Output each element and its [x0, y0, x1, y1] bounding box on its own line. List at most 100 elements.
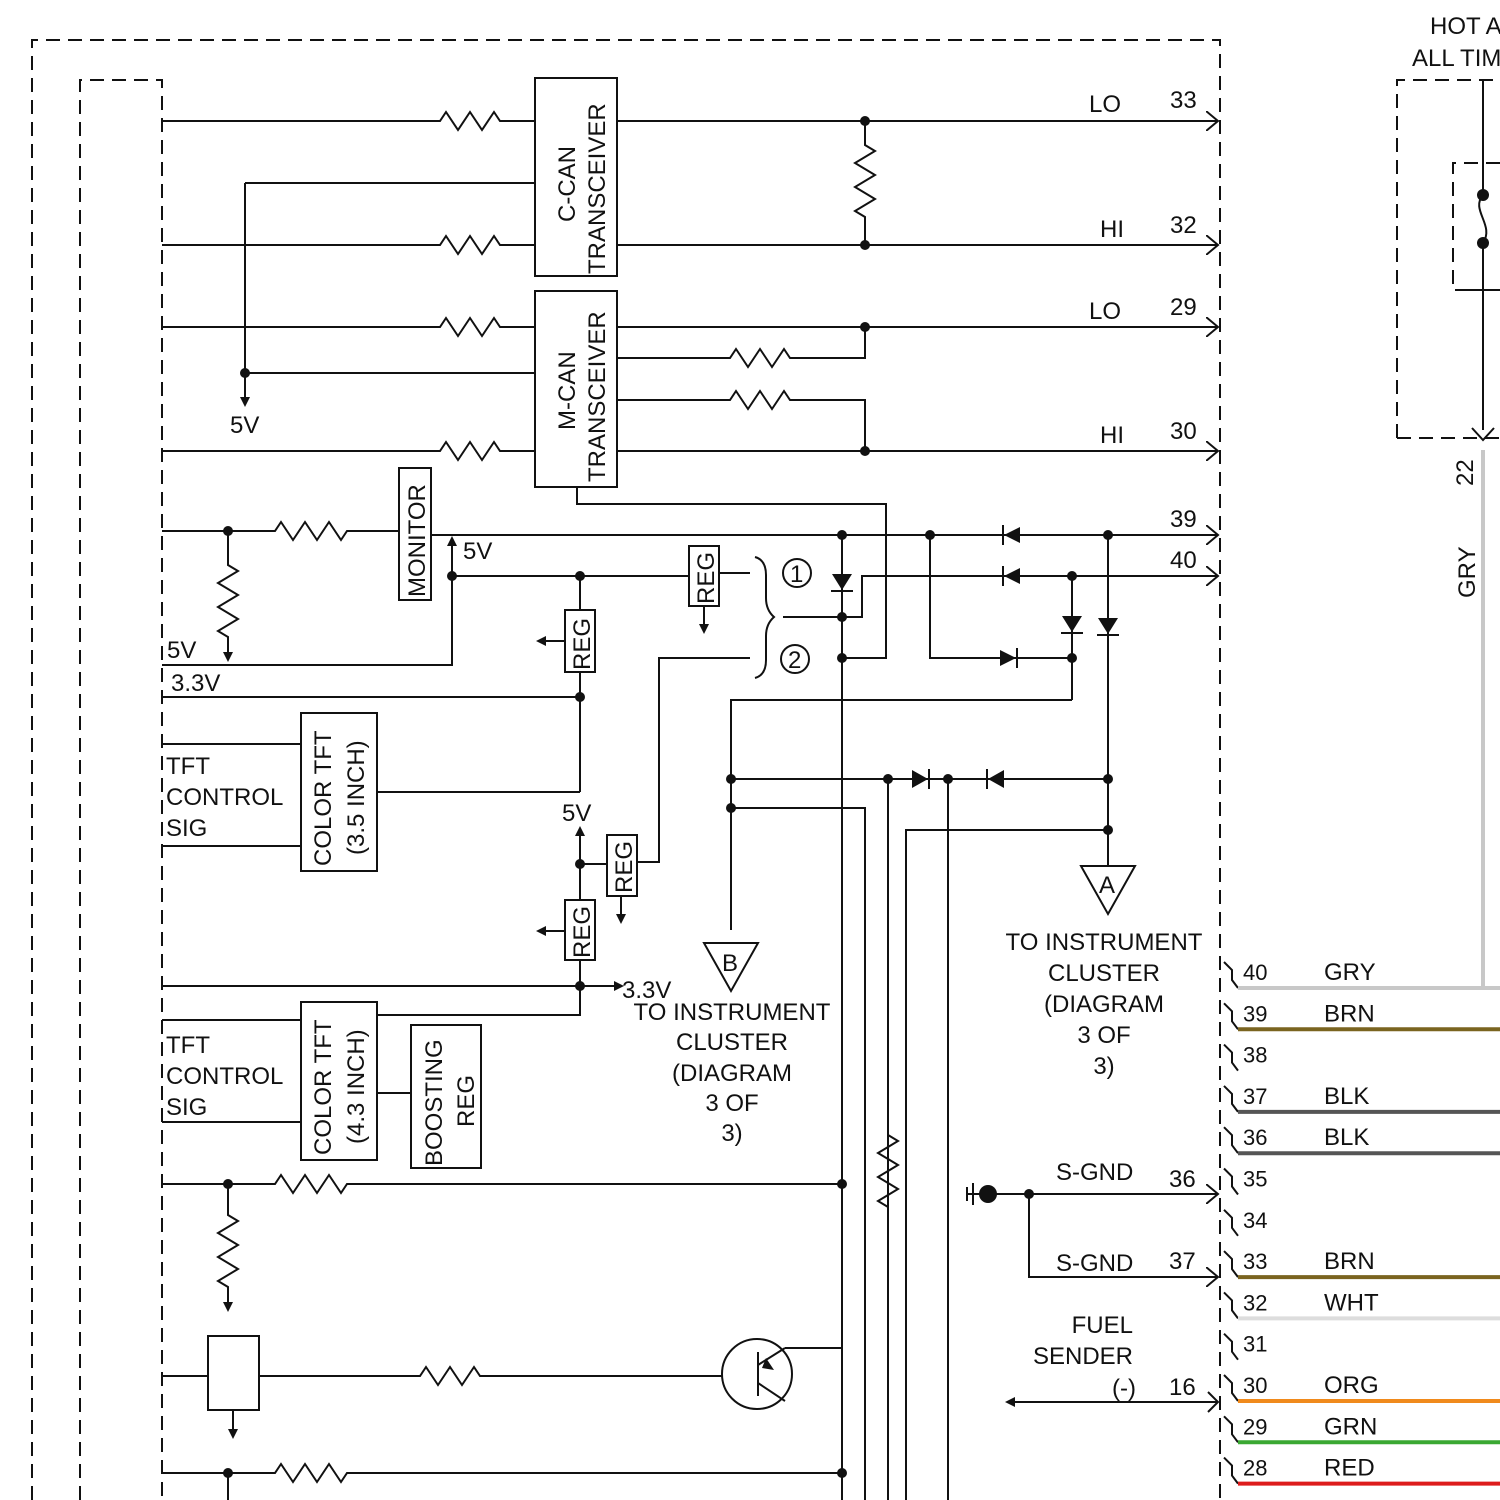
- gry-vertical: GRY: [1454, 546, 1481, 598]
- tft-sig-2b: CONTROL: [166, 1063, 283, 1090]
- tft-sig-2a: TFT: [166, 1032, 210, 1059]
- module-outline-outer: [32, 40, 1220, 1500]
- color-tft-35-label-1: COLOR TFT: [310, 730, 337, 866]
- pin-32: 32: [1170, 212, 1197, 239]
- boosting-reg-label-1: BOOSTING: [421, 1039, 448, 1166]
- connector-wire-color: BLK: [1324, 1124, 1369, 1151]
- connector-pin-number: 39: [1243, 1001, 1267, 1026]
- signal-lo-29: LO: [1089, 298, 1121, 325]
- connector-bracket: [1224, 1045, 1238, 1071]
- connector-wire-color: GRN: [1324, 1413, 1377, 1440]
- lower-circuit: [162, 1175, 847, 1500]
- connector-pin-number: 29: [1243, 1414, 1267, 1439]
- fuse-box-outline: [1397, 80, 1500, 438]
- c-can-wiring: [162, 112, 1218, 254]
- five-v-4: 5V: [562, 800, 591, 827]
- fuel-sender-2: SENDER: [1033, 1343, 1133, 1370]
- pin-36-out: 36: [1169, 1166, 1196, 1193]
- connector-pin-number: 32: [1243, 1290, 1267, 1315]
- connector-bracket: [1224, 1416, 1238, 1442]
- connector-pin-number: 30: [1243, 1373, 1267, 1398]
- to-cluster-b-2: CLUSTER: [676, 1029, 788, 1056]
- pin-30: 30: [1170, 418, 1197, 445]
- pin-16-out: 16: [1169, 1374, 1196, 1401]
- to-cluster-a-2: CLUSTER: [1048, 960, 1160, 987]
- connector-bracket: [1224, 1086, 1238, 1112]
- connector-wire-color: GRY: [1324, 959, 1376, 986]
- five-v-1: 5V: [230, 412, 259, 439]
- connector-bracket: [1224, 1169, 1238, 1195]
- reg-label-1: REG: [569, 618, 596, 670]
- connector-pin-number: 36: [1243, 1125, 1267, 1150]
- connector-wire-color: WHT: [1324, 1289, 1379, 1316]
- to-cluster-a-4: 3 OF: [1077, 1022, 1130, 1049]
- boosting-reg-label-2: REG: [453, 1075, 480, 1127]
- s-gnd-37-label: S-GND: [1056, 1250, 1133, 1277]
- five-v-3: 5V: [167, 637, 196, 664]
- c-can-label-2: TRANSCEIVER: [584, 103, 611, 274]
- connector-pin-number: 37: [1243, 1084, 1267, 1109]
- c-can-label-1: C-CAN: [554, 146, 581, 222]
- connector-bracket: [1224, 1375, 1238, 1401]
- connector-bracket: [1224, 1292, 1238, 1318]
- connector-pin-number: 38: [1243, 1043, 1267, 1068]
- pin-39: 39: [1170, 506, 1197, 533]
- fuse-icon: [1465, 80, 1500, 430]
- tft-sig-1c: SIG: [166, 815, 207, 842]
- tft-sig-1a: TFT: [166, 753, 210, 780]
- connector-b-label: B: [722, 950, 738, 977]
- connector-bracket: [1224, 1127, 1238, 1153]
- connector-a-label: A: [1099, 872, 1115, 899]
- switch-brackets: [637, 557, 842, 862]
- hot-label-2: ALL TIM: [1412, 45, 1500, 72]
- s-gnd-36-label: S-GND: [1056, 1159, 1133, 1186]
- five-v-2: 5V: [463, 538, 492, 565]
- connector-bracket: [1224, 1251, 1238, 1277]
- color-tft-43-label-2: (4.3 INCH): [343, 1029, 370, 1144]
- pin-40: 40: [1170, 547, 1197, 574]
- connector-bracket: [1224, 1458, 1238, 1484]
- connector-wire-color: ORG: [1324, 1372, 1379, 1399]
- monitor-label: MONITOR: [404, 484, 431, 597]
- reg-chain-2: [162, 828, 622, 1015]
- connector-bracket: [1224, 1210, 1238, 1236]
- circle-2-label: 2: [788, 647, 801, 674]
- to-cluster-b-5: 3): [721, 1120, 742, 1147]
- connector-pin-number: 31: [1243, 1332, 1267, 1357]
- tft-sig-2c: SIG: [166, 1094, 207, 1121]
- signal-hi-32: HI: [1100, 216, 1124, 243]
- pin-33: 33: [1170, 87, 1197, 114]
- reg-label-2: REG: [693, 552, 720, 604]
- m-can-label-1: M-CAN: [554, 351, 581, 430]
- to-cluster-b-4: 3 OF: [705, 1090, 758, 1117]
- color-tft-43-label-1: COLOR TFT: [310, 1019, 337, 1155]
- m-can-label-2: TRANSCEIVER: [584, 311, 611, 482]
- connector-bracket: [1224, 1003, 1238, 1029]
- to-cluster-a-3: (DIAGRAM: [1044, 991, 1164, 1018]
- fuel-sender-1: FUEL: [1072, 1312, 1133, 1339]
- to-cluster-a-5: 3): [1093, 1053, 1114, 1080]
- connector-bracket: [1224, 1334, 1238, 1360]
- fuel-sender-3: (-): [1112, 1375, 1136, 1402]
- pin-37-out: 37: [1169, 1248, 1196, 1275]
- reg-label-4: REG: [569, 906, 596, 958]
- connector-pin-number: 28: [1243, 1456, 1267, 1481]
- to-cluster-a-1: TO INSTRUMENT: [1006, 929, 1203, 956]
- connector-wire-color: RED: [1324, 1455, 1375, 1482]
- connector-pin-number: 33: [1243, 1249, 1267, 1274]
- to-cluster-b-3: (DIAGRAM: [672, 1060, 792, 1087]
- connector-bracket: [1224, 962, 1238, 988]
- pin-22: 22: [1452, 459, 1479, 486]
- connector-pin-number: 34: [1243, 1208, 1267, 1233]
- to-cluster-b-1: TO INSTRUMENT: [634, 999, 831, 1026]
- fuse-inner-outline: [1453, 163, 1500, 290]
- color-tft-35-label-2: (3.5 INCH): [343, 740, 370, 855]
- connector-wire-color: BRN: [1324, 1248, 1375, 1275]
- three-three-v-1: 3.3V: [171, 670, 220, 697]
- signal-hi-30: HI: [1100, 422, 1124, 449]
- reg-label-3: REG: [611, 841, 638, 893]
- pin-29: 29: [1170, 294, 1197, 321]
- connector-pin-number: 35: [1243, 1167, 1267, 1192]
